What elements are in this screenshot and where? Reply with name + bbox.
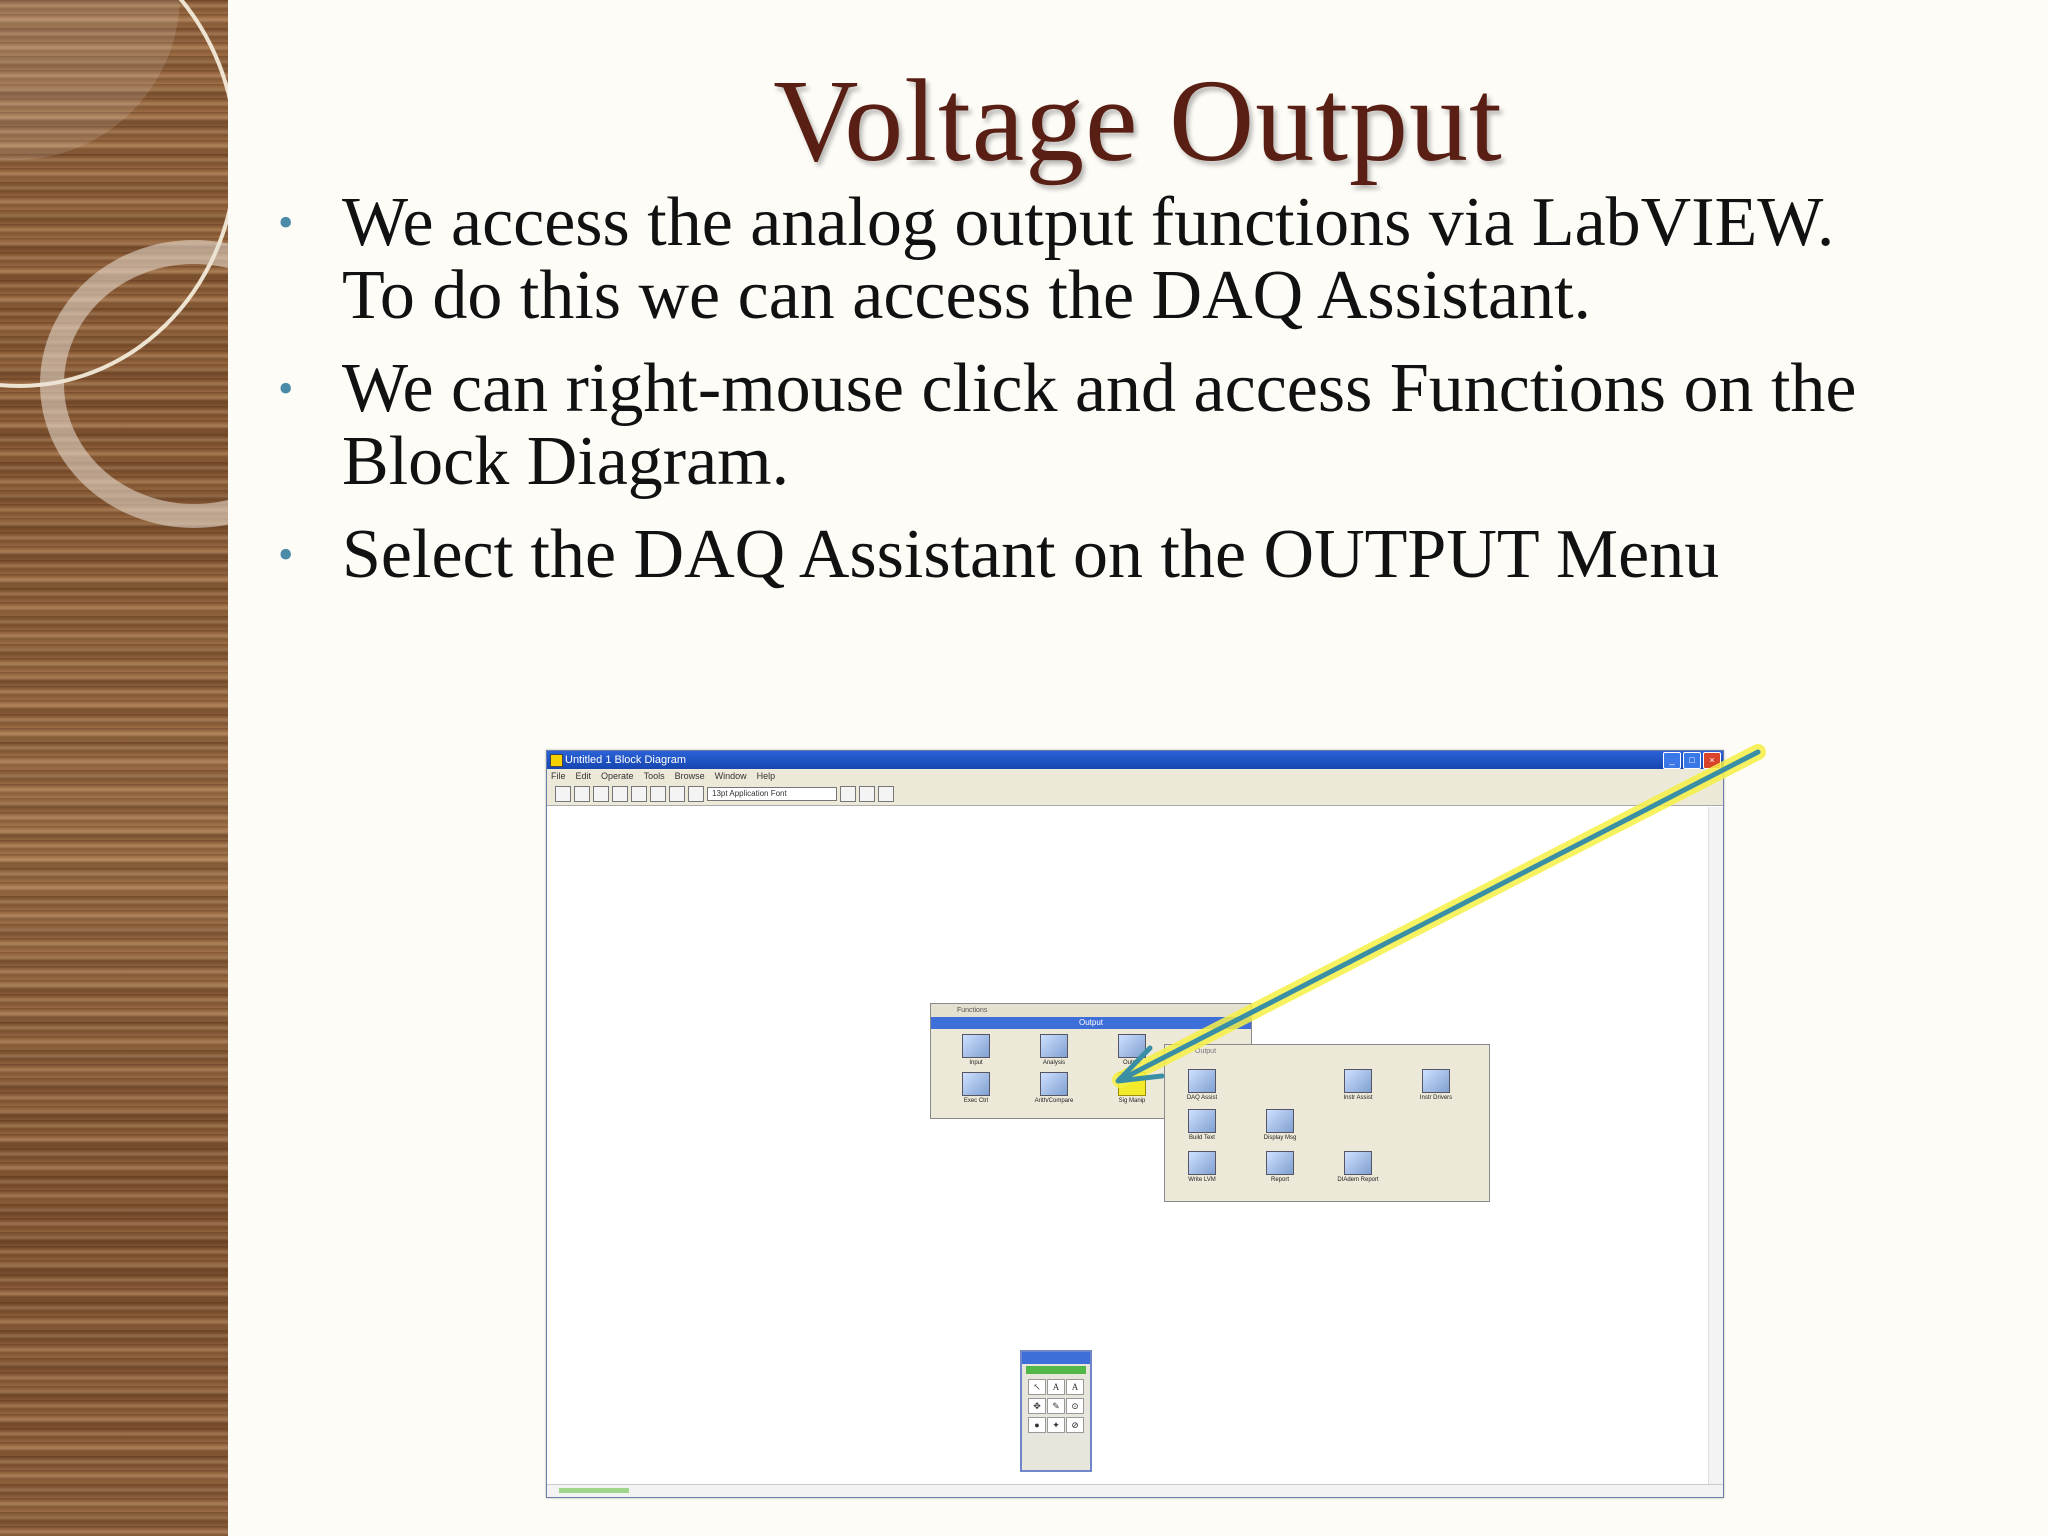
menu-edit[interactable]: Edit: [575, 771, 592, 781]
daq-assistant-icon: [1188, 1069, 1216, 1093]
distribute-objects-icon[interactable]: [859, 786, 875, 802]
palette-item-daq-assist[interactable]: DAQ Assist: [1171, 1069, 1233, 1101]
wiring-tool-icon[interactable]: ✥: [1028, 1398, 1046, 1414]
auto-tool-indicator[interactable]: [1026, 1366, 1086, 1374]
window-titlebar[interactable]: Untitled 1 Block Diagram _ □ ×: [547, 751, 1723, 769]
slide-title: Voltage Output: [773, 55, 1503, 186]
vertical-scrollbar[interactable]: [1708, 807, 1723, 1485]
palette-item-diadem-report[interactable]: DIAdem Report: [1327, 1151, 1389, 1183]
palette-item-display-msg[interactable]: Display Msg: [1249, 1109, 1311, 1141]
output-palette-header[interactable]: Output: [1195, 1048, 1217, 1055]
labview-icon: [550, 754, 563, 767]
wood-side-panel: [0, 0, 228, 1536]
functions-palette-header[interactable]: Functions: [931, 1004, 1251, 1017]
instr-drivers-icon: [1422, 1069, 1450, 1093]
operate-tool-icon[interactable]: ↖: [1028, 1379, 1046, 1395]
horizontal-scrollbar[interactable]: [547, 1484, 1723, 1497]
tools-palette-titlebar[interactable]: [1022, 1352, 1090, 1364]
retain-wire-values-icon[interactable]: [650, 786, 666, 802]
abort-icon[interactable]: [593, 786, 609, 802]
report-icon: [1266, 1151, 1294, 1175]
menu-help[interactable]: Help: [756, 771, 776, 781]
palette-item-input[interactable]: Input: [945, 1034, 1007, 1066]
step-into-icon[interactable]: [669, 786, 685, 802]
palette-item-report[interactable]: Report: [1249, 1151, 1311, 1183]
font-select[interactable]: 13pt Application Font: [707, 787, 837, 801]
step-over-icon[interactable]: [688, 786, 704, 802]
arith-compare-icon: [1040, 1072, 1068, 1096]
bullet-item: We can right-mouse click and access Func…: [270, 352, 1910, 498]
label-tool-icon[interactable]: A: [1066, 1379, 1084, 1395]
write-lvm-icon: [1188, 1151, 1216, 1175]
palette-item-write-lvm[interactable]: Write LVM: [1171, 1151, 1233, 1183]
build-text-icon: [1188, 1109, 1216, 1133]
output-palette: Output DAQ Assist Instr Assist Instr Dri…: [1164, 1044, 1490, 1202]
menu-file[interactable]: File: [551, 771, 566, 781]
bullet-item: We access the analog output functions vi…: [270, 186, 1910, 332]
bullet-item: Select the DAQ Assistant on the OUTPUT M…: [270, 518, 1910, 591]
minimize-button[interactable]: _: [1663, 752, 1681, 769]
palette-item-instr-drivers[interactable]: Instr Drivers: [1405, 1069, 1467, 1101]
menu-bar: File Edit Operate Tools Browse Window He…: [547, 769, 1723, 783]
window-title: Untitled 1 Block Diagram: [565, 754, 687, 766]
position-tool-icon[interactable]: A: [1047, 1379, 1065, 1395]
sig-manip-icon: [1118, 1072, 1146, 1096]
palette-item-instr-assist[interactable]: Instr Assist: [1327, 1069, 1389, 1101]
diadem-report-icon: [1344, 1151, 1372, 1175]
palette-item-sig-manip[interactable]: Sig Manip: [1101, 1072, 1163, 1104]
functions-palette-selected[interactable]: Output: [931, 1017, 1251, 1029]
highlight-execution-icon[interactable]: [631, 786, 647, 802]
scroll-tool-icon[interactable]: ⊙: [1066, 1398, 1084, 1414]
exec-ctrl-icon: [962, 1072, 990, 1096]
input-icon: [962, 1034, 990, 1058]
display-msg-icon: [1266, 1109, 1294, 1133]
run-arrow-icon[interactable]: [555, 786, 571, 802]
instr-assistant-icon: [1344, 1069, 1372, 1093]
reorder-icon[interactable]: [878, 786, 894, 802]
palette-item-exec-ctrl[interactable]: Exec Ctrl: [945, 1072, 1007, 1104]
align-objects-icon[interactable]: [840, 786, 856, 802]
bullet-list: We access the analog output functions vi…: [270, 186, 1910, 611]
breakpoint-tool-icon[interactable]: ●: [1028, 1417, 1046, 1433]
palette-item-output[interactable]: Output: [1101, 1034, 1163, 1066]
tools-palette: ↖ A A ✥ ✎ ⊙ ● ✦ ⊘: [1020, 1350, 1092, 1472]
palette-item-build-text[interactable]: Build Text: [1171, 1109, 1233, 1141]
labview-block-diagram-window: Untitled 1 Block Diagram _ □ × File Edit…: [546, 750, 1724, 1498]
close-button[interactable]: ×: [1703, 752, 1721, 769]
run-continuous-icon[interactable]: [574, 786, 590, 802]
output-icon: [1118, 1034, 1146, 1058]
color-copy-tool-icon[interactable]: ⊘: [1066, 1417, 1084, 1433]
menu-browse[interactable]: Browse: [674, 771, 705, 781]
maximize-button[interactable]: □: [1683, 752, 1701, 769]
toolbar: 13pt Application Font: [547, 783, 1723, 806]
menu-operate[interactable]: Operate: [601, 771, 634, 781]
shortcut-menu-tool-icon[interactable]: ✎: [1047, 1398, 1065, 1414]
menu-window[interactable]: Window: [714, 771, 747, 781]
probe-tool-icon[interactable]: ✦: [1047, 1417, 1065, 1433]
palette-item-analysis[interactable]: Analysis: [1023, 1034, 1085, 1066]
analysis-icon: [1040, 1034, 1068, 1058]
palette-item-arith-compare[interactable]: Arith/Compare: [1023, 1072, 1085, 1104]
pause-icon[interactable]: [612, 786, 628, 802]
menu-tools[interactable]: Tools: [643, 771, 665, 781]
